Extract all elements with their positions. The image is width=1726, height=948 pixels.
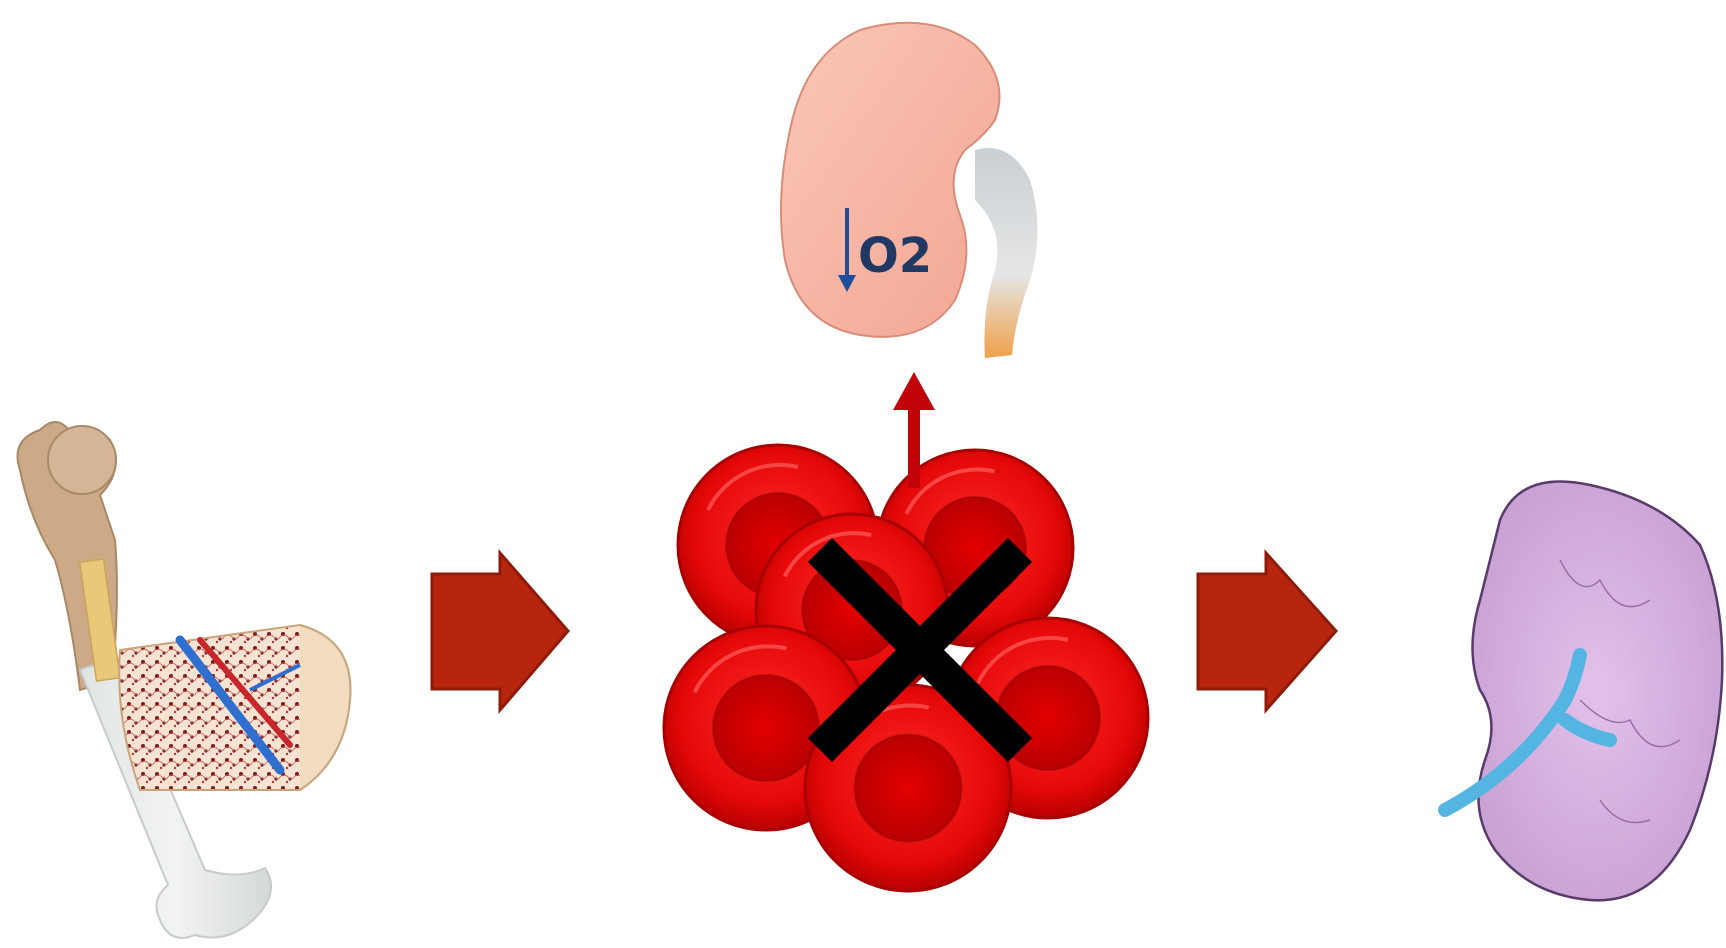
flow-arrow-marrow-to-cells [432, 553, 568, 710]
flow-arrow-cells-to-spleen [1198, 553, 1336, 710]
femur-bone-marrow-icon [18, 422, 351, 938]
spleen-body [1473, 482, 1723, 901]
kidney-body [781, 23, 1000, 337]
kidney-icon: O2 [781, 23, 1038, 358]
ureter [975, 148, 1038, 358]
spleen-icon [1445, 482, 1722, 901]
o2-label: O2 [858, 228, 932, 284]
